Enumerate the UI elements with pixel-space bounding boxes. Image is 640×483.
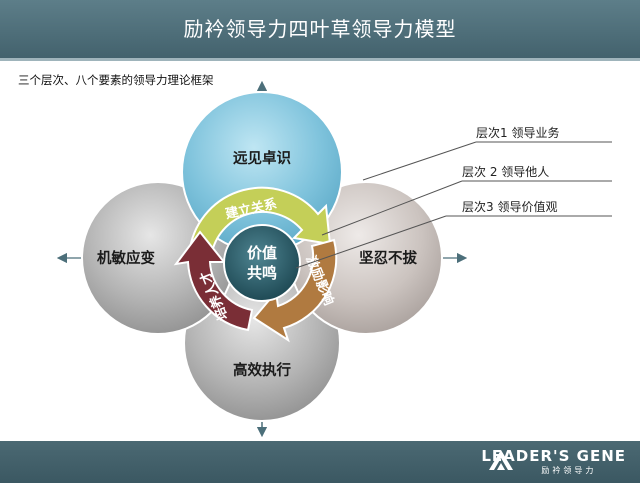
- brand-logo-icon: [489, 450, 513, 470]
- annotation-level-2: 层次 2 领导他人: [462, 165, 549, 179]
- brand: LEADER'S GENE 励衿领导力: [481, 447, 626, 476]
- brand-subtitle: 励衿领导力: [541, 466, 597, 475]
- leader-line-1: [362, 141, 477, 181]
- petal-label-bottom: 高效执行: [233, 361, 291, 379]
- brand-name: LEADER'S GENE: [481, 447, 626, 465]
- leader-line-3: [295, 215, 447, 269]
- petal-label-top: 远见卓识: [233, 149, 291, 167]
- annotation-level-3: 层次3 领导价值观: [462, 199, 557, 214]
- petal-label-left: 机敏应变: [97, 249, 155, 267]
- header-divider: [0, 58, 640, 61]
- header-bar: [0, 0, 640, 58]
- leadership-clover-diagram: 价值 共鸣 建立关系 激励影响 培养人才 远见卓识 机敏应变 坚忍不拔 高效执行…: [56, 80, 612, 438]
- arrow-develop-talent: [173, 230, 254, 332]
- annotation-level-1: 层次1 领导业务: [476, 125, 559, 140]
- leader-line-2: [321, 180, 463, 236]
- petal-label-right: 坚忍不拔: [359, 249, 417, 267]
- center-label-line2: 共鸣: [247, 264, 277, 282]
- diagram-subtitle: 三个层次、八个要素的领导力理论框架: [18, 73, 214, 87]
- page-title: 励衿领导力四叶草领导力模型: [183, 17, 457, 41]
- footer-bar: [0, 441, 640, 483]
- center-label-line1: 价值: [247, 244, 277, 262]
- center-circle: [223, 224, 301, 302]
- arrow-build-relationships: [188, 186, 332, 254]
- arrow-inspire-influence: [252, 238, 338, 343]
